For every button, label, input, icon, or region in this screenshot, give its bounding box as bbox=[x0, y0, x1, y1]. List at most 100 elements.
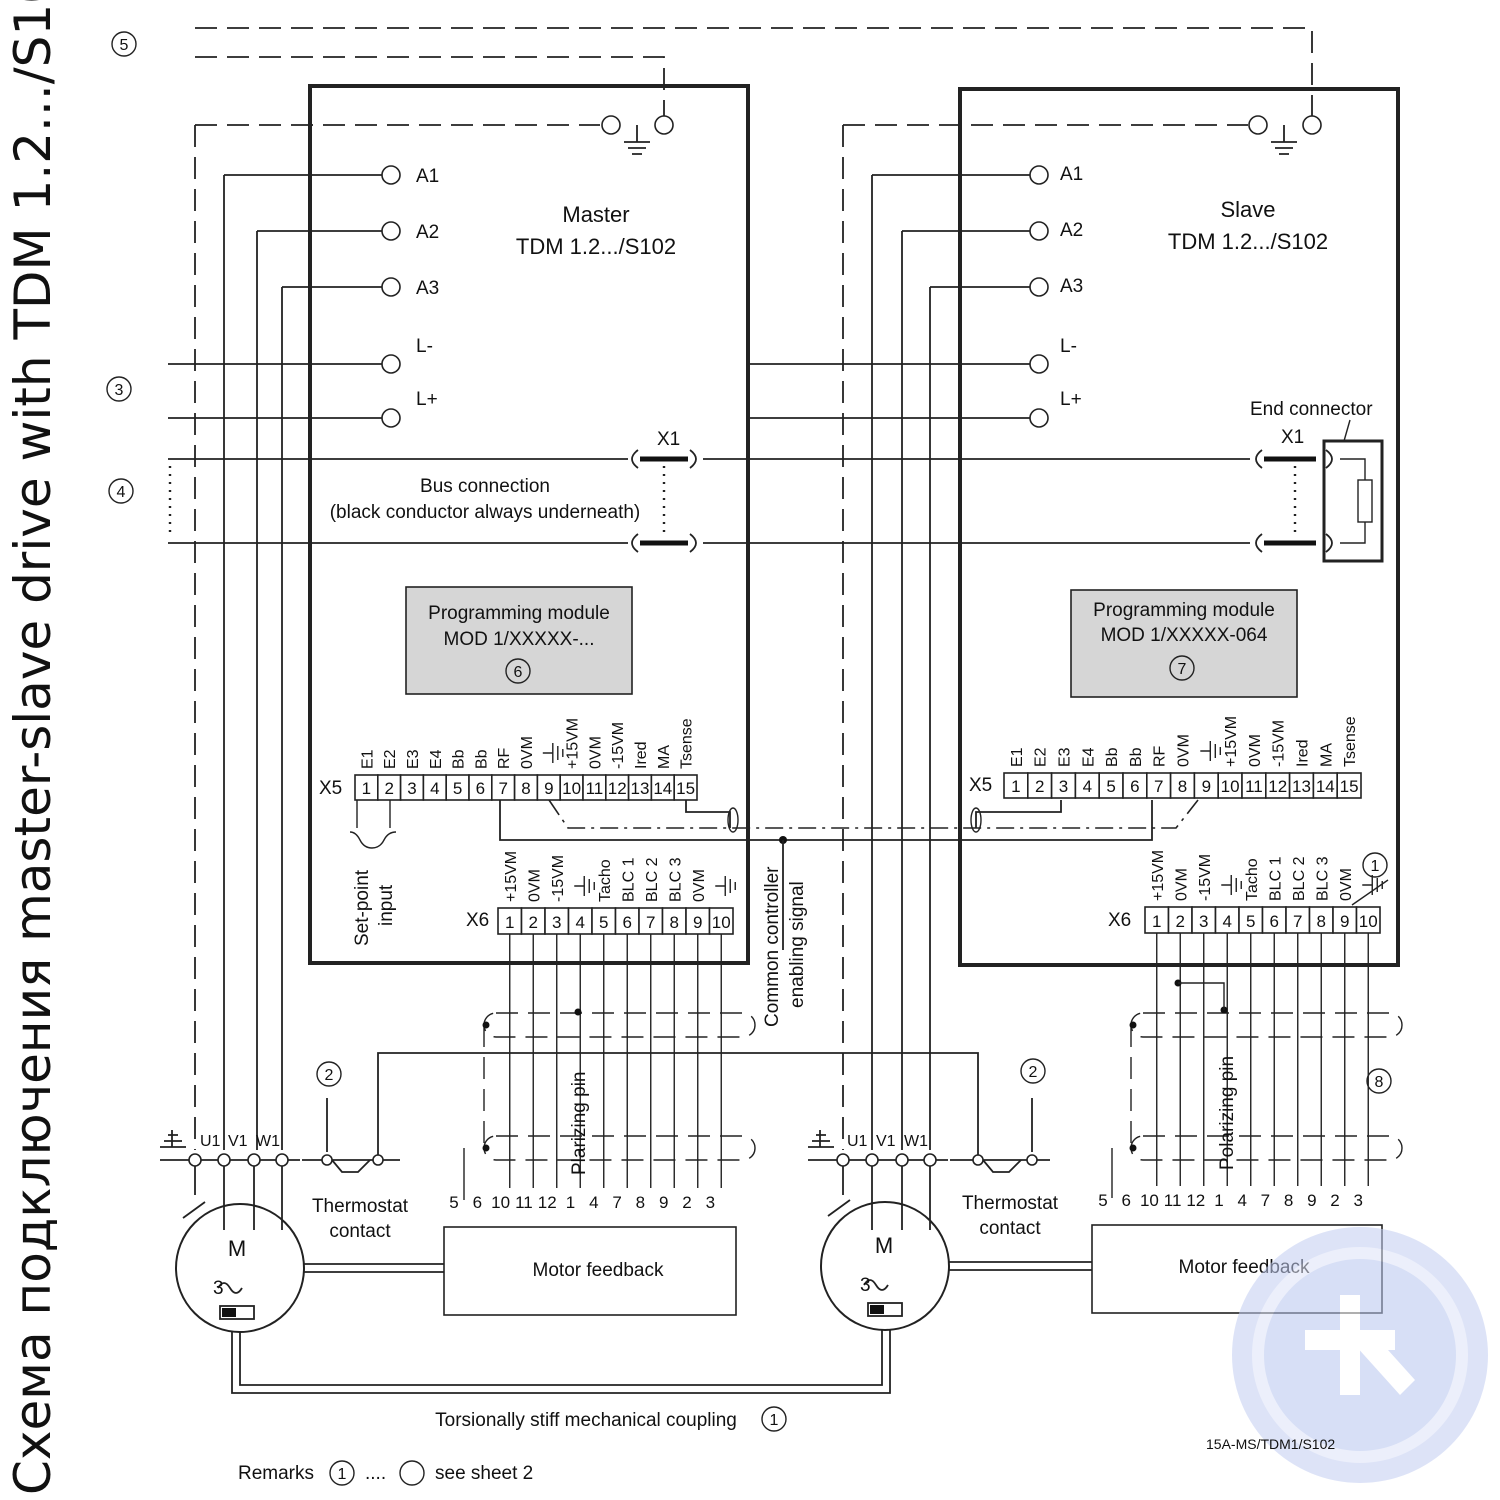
ref-1-leader bbox=[1351, 879, 1389, 906]
enable-signal-label-2: enabling signal bbox=[787, 881, 808, 1008]
master-x5-pin-number: 15 bbox=[676, 779, 695, 798]
slave-x5-pin-cell bbox=[1336, 772, 1362, 799]
master-thermostat-label-1: Thermostat bbox=[312, 1196, 409, 1217]
master-w1-label: W1 bbox=[256, 1133, 280, 1150]
master-x6-pin-number: 7 bbox=[646, 913, 655, 932]
master-x5-pin-number: 4 bbox=[430, 779, 439, 798]
ref-1-x6: 1 bbox=[1371, 858, 1380, 875]
master-x5-pin-number: 5 bbox=[453, 779, 462, 798]
slave-polarizing-label: Polarizing pin bbox=[1217, 1056, 1238, 1170]
setpoint-label-2: input bbox=[376, 884, 397, 926]
slave-x5-pin-number: 2 bbox=[1035, 777, 1044, 796]
slave-x6-signal-label: 0VM bbox=[1338, 868, 1355, 901]
slave-motor-phases: 3 bbox=[860, 1275, 871, 1296]
slave-feedback-pin: 12 bbox=[1186, 1191, 1205, 1210]
slave-motor bbox=[820, 1199, 950, 1331]
bus-connection bbox=[168, 419, 1384, 563]
master-x5-signal-label: E2 bbox=[382, 749, 399, 769]
master-feedback-label: Motor feedback bbox=[533, 1260, 664, 1281]
master-x6-pin-number: 3 bbox=[552, 913, 561, 932]
remarks-dots: .... bbox=[365, 1463, 386, 1484]
master-x5-pin-number: 3 bbox=[407, 779, 416, 798]
master-thermostat-label-2: contact bbox=[329, 1221, 391, 1242]
slave-x5-signal-label: +15VM bbox=[1223, 716, 1240, 767]
master-x5-signal-label: Bb bbox=[451, 749, 468, 769]
master-x5-pin-number: 10 bbox=[562, 779, 581, 798]
ref-3: 3 bbox=[115, 382, 124, 399]
slave-x6-signal-label: BLC 1 bbox=[1267, 856, 1284, 901]
master-x6-signal-label: BLC 3 bbox=[667, 857, 684, 902]
slave-x6-pin-number: 3 bbox=[1199, 912, 1208, 931]
slave-feedback-pin: 5 bbox=[1098, 1191, 1107, 1210]
slave-x6-pin-number: 1 bbox=[1152, 912, 1161, 931]
master-x5-signal-label: E4 bbox=[428, 749, 445, 769]
ref-4: 4 bbox=[117, 484, 126, 501]
remarks-see: see sheet 2 bbox=[435, 1463, 533, 1484]
slave-x5-pin-number: 5 bbox=[1106, 777, 1115, 796]
slave-x5-pin-number: 12 bbox=[1268, 777, 1287, 796]
slave-x5-pin-number: 8 bbox=[1178, 777, 1187, 796]
slave-module-ref: 7 bbox=[1178, 661, 1187, 678]
master-x5-signal-label: Ired bbox=[633, 741, 650, 769]
slave-x5-signal-label: Bb bbox=[1104, 747, 1121, 767]
master-polarizing-label: Plarizing pin bbox=[569, 1072, 590, 1176]
ground-icon bbox=[542, 743, 564, 763]
master-x5-pin-number: 2 bbox=[384, 779, 393, 798]
mechanical-coupling bbox=[231, 1330, 891, 1394]
master-x5-signal-label: MA bbox=[656, 745, 673, 769]
master-x6-pin-number: 10 bbox=[712, 913, 731, 932]
slave-x6-pin-number: 6 bbox=[1270, 912, 1279, 931]
slave-x6-pin-number: 10 bbox=[1359, 912, 1378, 931]
slave-x6-pin-number: 7 bbox=[1293, 912, 1302, 931]
master-feedback-pin: 10 bbox=[491, 1193, 510, 1212]
ground-icon bbox=[574, 876, 595, 896]
slave-x5-pin-number: 6 bbox=[1130, 777, 1139, 796]
slave-module-title: Programming module bbox=[1093, 600, 1275, 621]
slave-feedback-pin: 2 bbox=[1330, 1191, 1339, 1210]
slave-x6-pin-number: 8 bbox=[1317, 912, 1326, 931]
slave-x5-signal-label: E1 bbox=[1009, 747, 1026, 767]
master-feedback-pin: 1 bbox=[566, 1193, 575, 1212]
master-feedback-pin: 7 bbox=[612, 1193, 621, 1212]
master-x6-signal-label: Tacho bbox=[597, 859, 614, 902]
master-x5-signal-label: E1 bbox=[359, 749, 376, 769]
slave-motor-symbol: M bbox=[875, 1233, 893, 1258]
master-motor-symbol: M bbox=[228, 1236, 246, 1261]
master-model: TDM 1.2.../S102 bbox=[516, 234, 676, 259]
master-programming-module bbox=[405, 586, 633, 695]
slave-x5-signal-label: E2 bbox=[1033, 747, 1050, 767]
master-x6-signal-label: +15VM bbox=[503, 851, 520, 902]
slave-feedback-pin: 9 bbox=[1307, 1191, 1316, 1210]
master-feedback-pin: 2 bbox=[682, 1193, 691, 1212]
master-feedback-pin: 11 bbox=[515, 1193, 533, 1212]
slave-x5-signal-label: RF bbox=[1152, 745, 1169, 767]
ref-2-master: 2 bbox=[325, 1067, 334, 1084]
slave-x6-pin-number: 4 bbox=[1223, 912, 1232, 931]
master-x5-signal-label: +15VM bbox=[565, 718, 582, 769]
gear-logo-watermark bbox=[1232, 1227, 1488, 1483]
slave-a2-label: A2 bbox=[1060, 220, 1083, 241]
slave-x5-label: X5 bbox=[969, 775, 992, 796]
slave-x5-signal-label: 0VM bbox=[1247, 734, 1264, 767]
master-x5-pin-number: 7 bbox=[498, 779, 507, 798]
ref-markers bbox=[106, 31, 1392, 1094]
ref-2-slave: 2 bbox=[1029, 1064, 1038, 1081]
drawing-number: 15A-MS/TDM1/S102 bbox=[1206, 1436, 1335, 1452]
slave-x6-pin-number: 5 bbox=[1246, 912, 1255, 931]
master-x6-pin-number: 9 bbox=[693, 913, 702, 932]
remarks-ref-1: 1 bbox=[338, 1466, 347, 1483]
setpoint-brace bbox=[349, 800, 397, 849]
bus-label-2: (black conductor always underneath) bbox=[330, 502, 641, 523]
master-motor bbox=[175, 1201, 305, 1333]
slave-x6-signal-label: +15VM bbox=[1150, 850, 1167, 901]
master-feedback-pin: 6 bbox=[473, 1193, 482, 1212]
slave-x5-pin-number: 14 bbox=[1316, 777, 1335, 796]
ref-5: 5 bbox=[120, 37, 129, 54]
master-x6-pin-number: 4 bbox=[576, 913, 585, 932]
master-x5-signal-label: Tsense bbox=[679, 718, 696, 769]
slave-u1-label: U1 bbox=[847, 1133, 868, 1150]
